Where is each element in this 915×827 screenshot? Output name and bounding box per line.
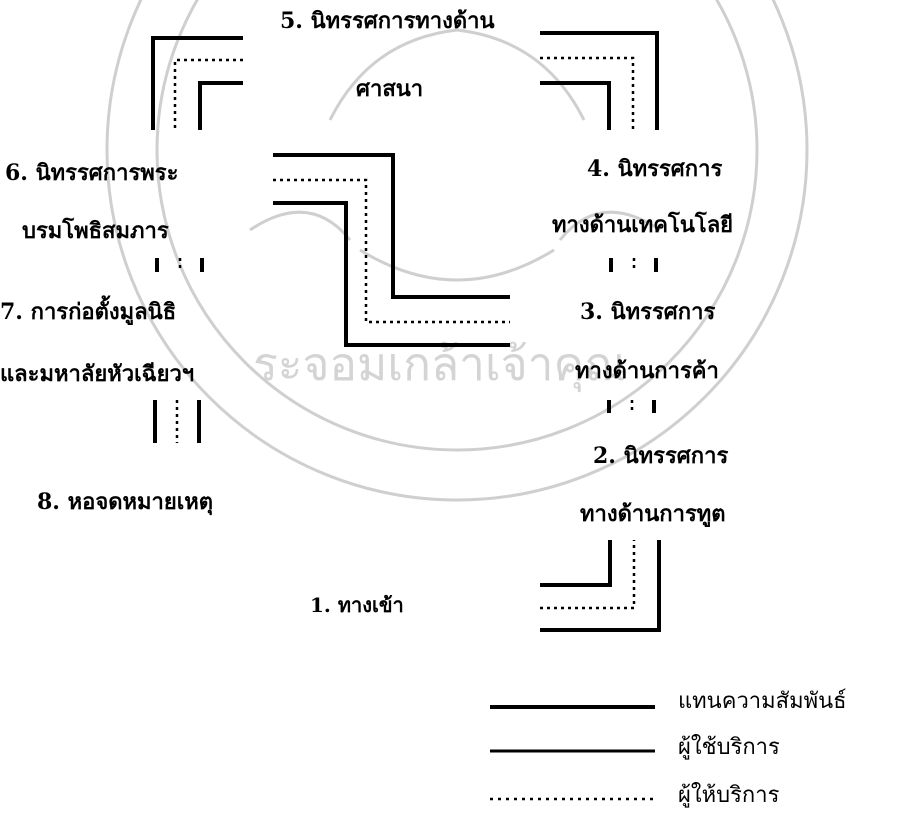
connector-6-7 — [157, 258, 202, 272]
connector-1-2 — [540, 540, 659, 630]
connector-6-3 — [273, 155, 510, 345]
station-1-label: 1. ทางเข้า — [310, 595, 404, 615]
station-3-label-2: ทางด้านการค้า — [575, 360, 719, 382]
station-6-label-1: 6. นิทรรศการพระ — [5, 162, 178, 184]
station-7-label-2: และมหาลัยหัวเฉียวฯ — [0, 363, 194, 385]
station-5-label-2: ศาสนา — [356, 78, 423, 100]
station-5-label-1: 5. นิทรรศการทางด้าน — [280, 10, 495, 32]
station-4-label-2: ทางด้านเทคโนโลยี — [552, 214, 733, 236]
connector-5-4 — [540, 33, 657, 130]
connector-7-8 — [155, 400, 199, 443]
station-4-label-1: 4. นิทรรศการ — [587, 158, 722, 180]
legend-provider-label: ผู้ให้บริการ — [678, 785, 779, 807]
station-2-label-2: ทางด้านการทูต — [580, 503, 726, 525]
station-2-label-1: 2. นิทรรศการ — [593, 445, 728, 467]
connector-4-3 — [611, 258, 656, 272]
connector-3-2 — [609, 400, 654, 413]
legend-relation-label: แทนความสัมพันธ์ — [678, 691, 847, 713]
station-8-label: 8. หอจดหมายเหตุ — [37, 491, 213, 513]
station-7-label-1: 7. การก่อตั้งมูลนิธิ — [0, 301, 176, 323]
connector-6-5 — [153, 38, 243, 130]
station-6-label-2: บรมโพธิสมภาร — [22, 220, 169, 242]
station-3-label-1: 3. นิทรรศการ — [580, 301, 715, 323]
legend-user-label: ผู้ใช้บริการ — [678, 737, 780, 759]
